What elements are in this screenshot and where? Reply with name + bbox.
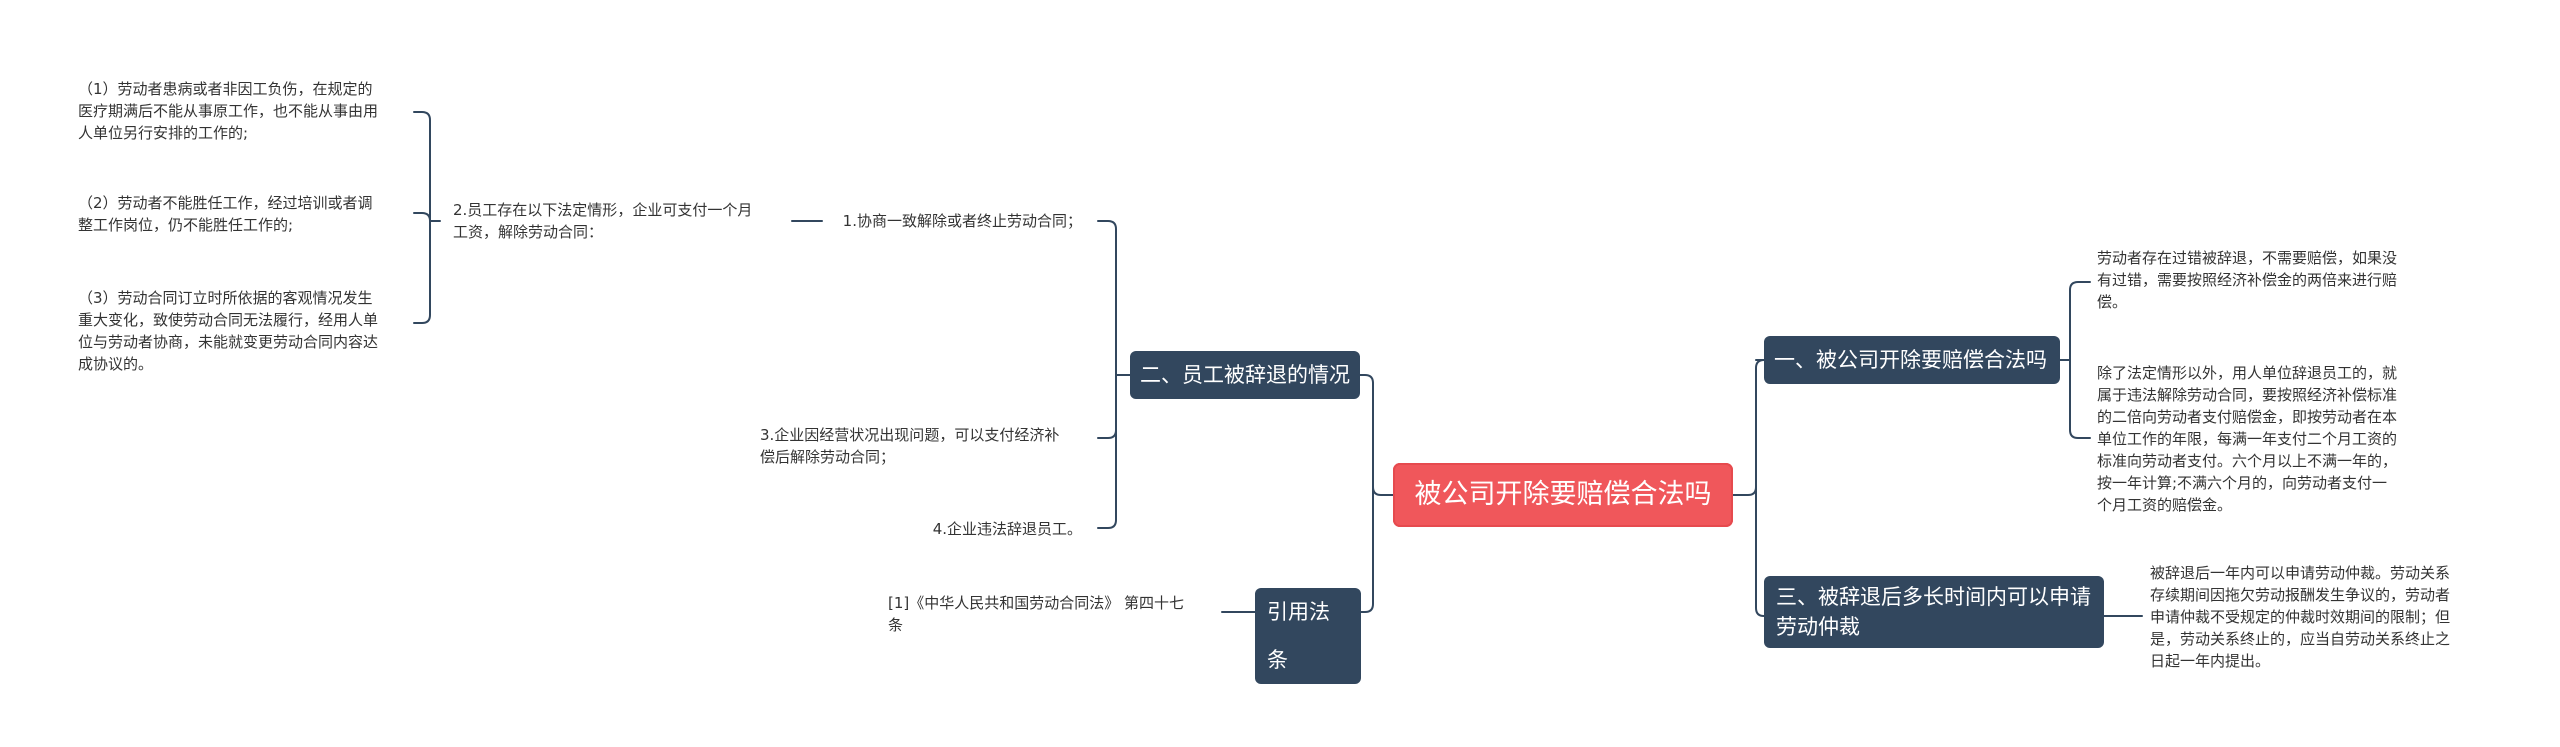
link-root-b1 — [1732, 359, 1765, 496]
link-root-b2 — [1359, 374, 1394, 496]
root-node[interactable]: 被公司开除要赔偿合法吗 — [1393, 463, 1733, 527]
link-root-b3 — [1755, 486, 1765, 617]
branch-cited-law[interactable]: 引用法条 — [1255, 588, 1361, 684]
link-root-b4 — [1360, 486, 1374, 613]
item-mutual-agreement: 1.协商一致解除或者终止劳动合同； — [842, 212, 1082, 230]
branch-arbitration-deadline[interactable]: 三、被辞退后多长时间内可以申请劳动仲裁 — [1764, 576, 2104, 648]
sub-objective-change: （3）劳动合同订立时所依据的客观情况发生 重大变化，致使劳动合同无法履行，经用人… — [78, 289, 379, 373]
leaf-arbitration-period: 被辞退后一年内可以申请劳动仲裁。劳动关系 存续期间因拖欠劳动报酬发生争议的，劳动… — [2150, 564, 2451, 670]
leaf-illegal-dismissal-compensation: 除了法定情形以外，用人单位辞退员工的，就 属于违法解除劳动合同，要按照经济补偿标… — [2097, 364, 2398, 514]
leaf-labor-contract-law-article: [1]《中华人民共和国劳动合同法》 第四十七 条 — [888, 594, 1185, 634]
branch-compensation-legality[interactable]: 一、被公司开除要赔偿合法吗 — [1764, 336, 2060, 384]
link-b2-items — [1097, 220, 1131, 529]
leaf-fault-no-compensation: 劳动者存在过错被辞退，不需要赔偿，如果没 有过错，需要按照经济补偿金的两倍来进行… — [2097, 249, 2398, 311]
link-b1-leaves — [2059, 281, 2091, 439]
item-statutory-circumstances: 2.员工存在以下法定情形，企业可支付一个月 工资，解除劳动合同： — [453, 201, 753, 241]
item-business-difficulty: 3.企业因经营状况出现问题，可以支付经济补 偿后解除劳动合同； — [760, 426, 1060, 466]
branch-dismissal-cases[interactable]: 二、员工被辞退的情况 — [1130, 351, 1360, 399]
sub-incompetence: （2）劳动者不能胜任工作，经过培训或者调 整工作岗位，仍不能胜任工作的; — [78, 194, 373, 234]
sub-illness-injury: （1）劳动者患病或者非因工负伤，在规定的 医疗期满后不能从事原工作，也不能从事由… — [78, 80, 379, 142]
item-illegal-dismissal: 4.企业违法辞退员工。 — [932, 520, 1082, 538]
link-item2-subs — [413, 111, 441, 324]
